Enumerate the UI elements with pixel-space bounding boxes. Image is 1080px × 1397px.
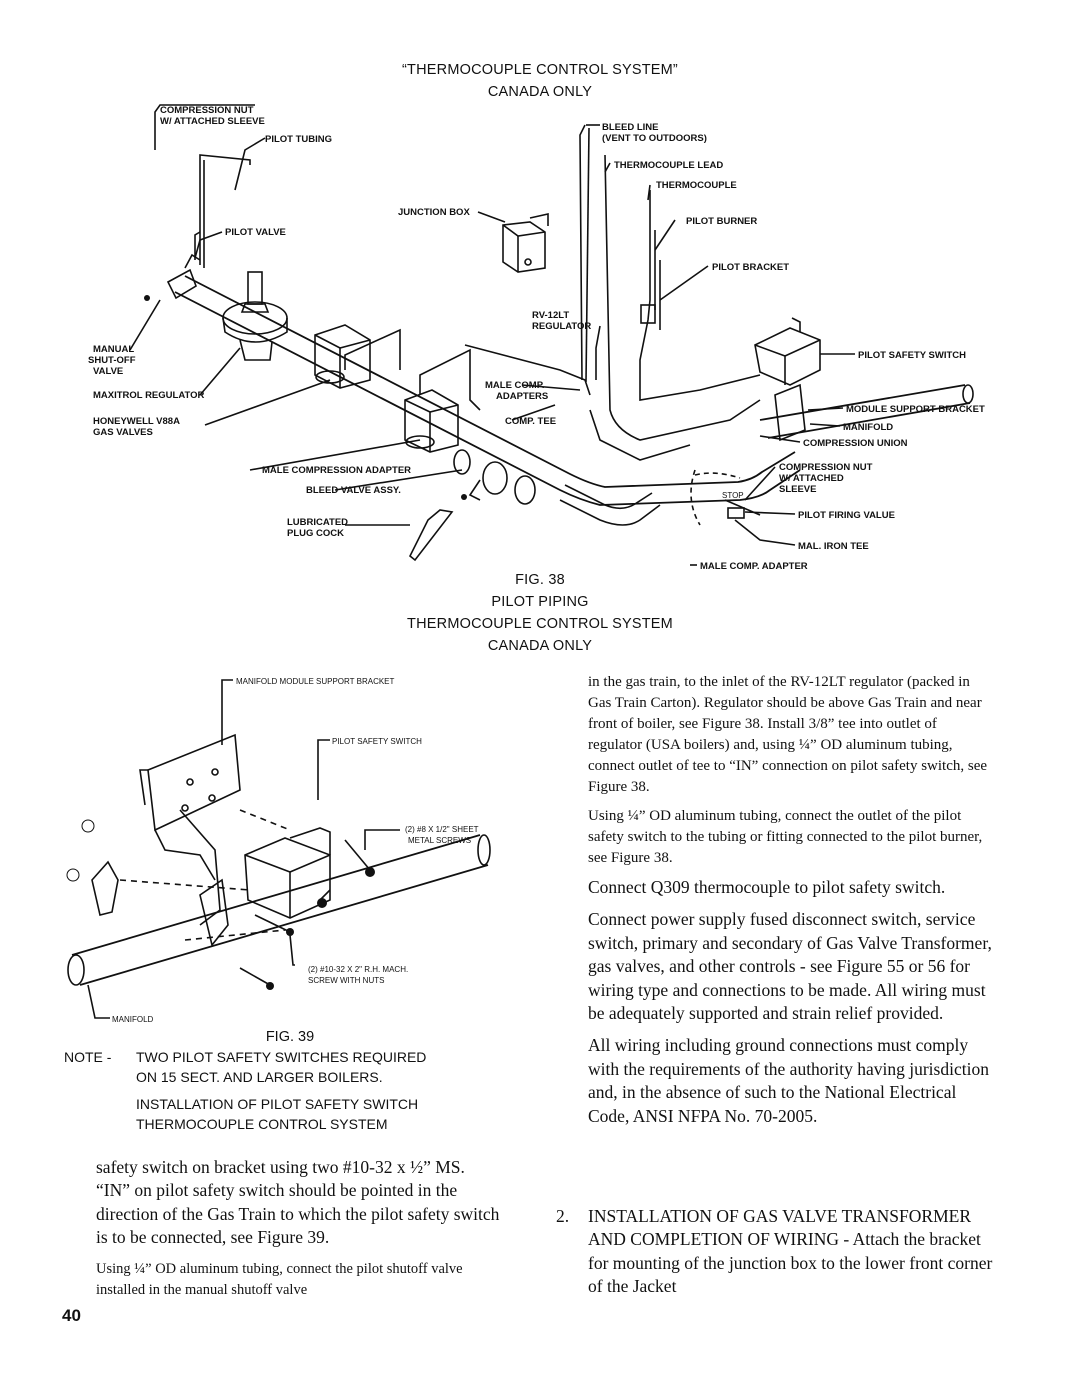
fig39-note-line1: TWO PILOT SAFETY SWITCHES REQUIRED	[136, 1049, 427, 1065]
label-bleed-line: BLEED LINE	[602, 122, 658, 133]
label-regulator: REGULATOR	[532, 321, 591, 332]
label-sheet-screws: (2) #8 X 1/2" SHEET	[405, 825, 479, 834]
label-manifold-39: MANIFOLD	[112, 1015, 154, 1024]
label-adapters: ADAPTERS	[496, 391, 548, 402]
right-paragraph-4: Connect power supply fused disconnect sw…	[588, 909, 992, 1024]
label-plug-cock: PLUG COCK	[287, 528, 344, 539]
label-pilot-bracket: PILOT BRACKET	[712, 262, 789, 273]
page-number: 40	[62, 1306, 81, 1325]
item-number: 2.	[556, 1206, 570, 1226]
label-pilot-tubing: PILOT TUBING	[265, 134, 332, 145]
label-pilot-firing-value: PILOT FIRING VALUE	[798, 510, 895, 521]
fig39-note-line2: ON 15 SECT. AND LARGER BOILERS.	[136, 1069, 383, 1085]
item-heading: INSTALLATION OF GAS VALVE TRANSFORMER AN…	[588, 1206, 972, 1250]
label-pilot-safety-switch: PILOT SAFETY SWITCH	[858, 350, 966, 361]
label-sleeve: SLEEVE	[779, 484, 817, 495]
fig38-caption-line2: PILOT PIPING	[491, 594, 589, 610]
label-compression-nut-2: COMPRESSION NUT	[779, 462, 873, 473]
fig39-note-prefix: NOTE -	[64, 1049, 112, 1065]
label-mach-screw: (2) #10-32 X 2" R.H. MACH.	[308, 965, 408, 974]
label-thermocouple-lead: THERMOCOUPLE LEAD	[614, 160, 723, 171]
label-screw-with-nuts: SCREW WITH NUTS	[308, 976, 384, 985]
label-pilot-valve: PILOT VALVE	[225, 227, 286, 238]
label-with-attached: W/ ATTACHED	[779, 473, 844, 484]
right-paragraph-5: All wiring including ground connections …	[588, 1035, 989, 1126]
fig38-heading-line1: “THERMOCOUPLE CONTROL SYSTEM”	[402, 62, 678, 78]
label-bleed-valve-assy: BLEED VALVE ASSY.	[306, 485, 401, 496]
label-male-comp-adapter: MALE COMP. ADAPTER	[700, 561, 808, 572]
label-metal-screws: METAL SCREWS	[408, 836, 471, 845]
label-manifold-module-bracket: MANIFOLD MODULE SUPPORT BRACKET	[236, 677, 395, 686]
label-manifold: MANIFOLD	[843, 422, 893, 433]
fig39-label: FIG. 39	[265, 1029, 315, 1045]
label-maxitrol-regulator: MAXITROL REGULATOR	[93, 390, 205, 401]
right-paragraph-2: Using ¼” OD aluminum tubing, connect the…	[588, 808, 983, 866]
label-comp-tee: COMP. TEE	[505, 416, 556, 427]
label-module-support-bracket: MODULE SUPPORT BRACKET	[846, 404, 985, 415]
label-stop: STOP	[722, 491, 744, 500]
label-pilot-safety-switch-39: PILOT SAFETY SWITCH	[332, 737, 422, 746]
label-male-comp: MALE COMP.	[485, 380, 544, 391]
label-honeywell: HONEYWELL V88A	[93, 416, 180, 427]
label-lubricated: LUBRICATED	[287, 517, 348, 528]
pilot-safety-switch-diagram: MANIFOLD MODULE SUPPORT BRACKET PILOT SA…	[66, 677, 491, 1024]
fig39-title-line1: INSTALLATION OF PILOT SAFETY SWITCH	[136, 1096, 419, 1112]
label-shut-off: SHUT-OFF	[88, 355, 136, 366]
numbered-item-2: 2. INSTALLATION OF GAS VALVE TRANSFORMER…	[556, 1205, 996, 1299]
right-paragraph-3: Connect Q309 thermocouple to pilot safet…	[588, 877, 946, 897]
label-valve: VALVE	[93, 366, 123, 377]
label-compression-union: COMPRESSION UNION	[803, 438, 908, 449]
label-attached-sleeve: W/ ATTACHED SLEEVE	[160, 116, 265, 127]
fig38-heading-line2: CANADA ONLY	[487, 84, 593, 100]
left-paragraph-2: Using ¼” OD aluminum tubing, connect the…	[96, 1260, 463, 1299]
label-vent-outdoors: (VENT TO OUTDOORS)	[602, 133, 707, 144]
label-junction-box: JUNCTION BOX	[398, 207, 470, 218]
label-compression-nut: COMPRESSION NUT	[160, 105, 254, 116]
label-thermocouple: THERMOCOUPLE	[656, 180, 737, 191]
pilot-piping-diagram: COMPRESSION NUT W/ ATTACHED SLEEVE PILOT…	[88, 104, 985, 572]
left-column: safety switch on bracket using two #10-3…	[96, 1156, 500, 1302]
fig38-caption-line4: CANADA ONLY	[487, 638, 593, 654]
label-gas-valves: GAS VALVES	[93, 427, 153, 438]
fig39-title-line2: THERMOCOUPLE CONTROL SYSTEM	[136, 1116, 388, 1132]
left-paragraph-1: safety switch on bracket using two #10-3…	[96, 1157, 500, 1248]
item-text: - Attach the bracket for mounting of the…	[588, 1229, 993, 1297]
fig38-caption-line3: THERMOCOUPLE CONTROL SYSTEM	[407, 616, 673, 632]
label-mal-iron-tee: MAL. IRON TEE	[798, 541, 869, 552]
label-manual: MANUAL	[93, 344, 134, 355]
label-rv12lt: RV-12LT	[532, 310, 569, 321]
label-male-compression-adapter: MALE COMPRESSION ADAPTER	[262, 465, 411, 476]
label-pilot-burner: PILOT BURNER	[686, 216, 757, 227]
right-column: in the gas train, to the inlet of the RV…	[588, 672, 994, 1128]
fig38-caption-line1: FIG. 38	[515, 572, 565, 588]
right-paragraph-1: in the gas train, to the inlet of the RV…	[588, 674, 988, 795]
